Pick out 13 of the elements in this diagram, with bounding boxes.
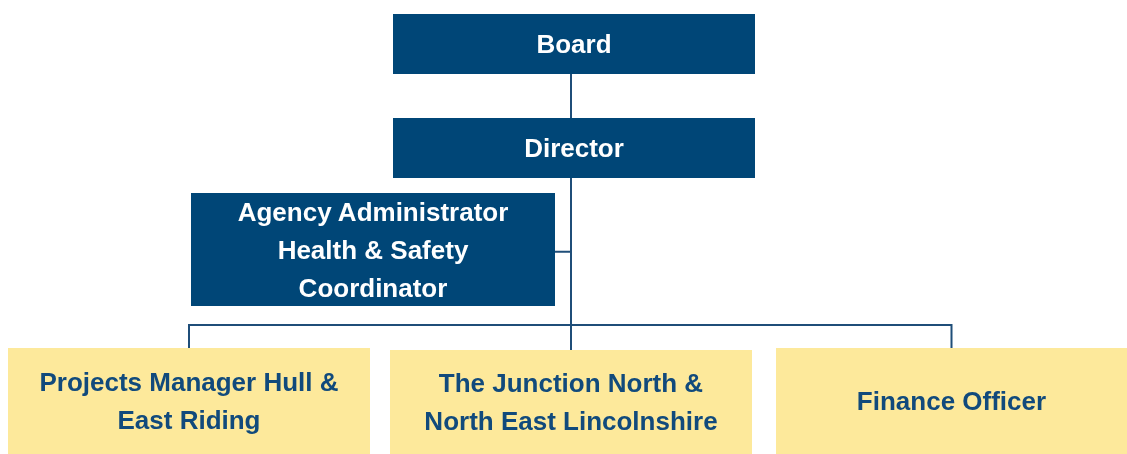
role-box <box>393 14 755 74</box>
team-box <box>8 348 370 454</box>
role-title: Board <box>536 28 612 61</box>
connector-line <box>570 73 572 119</box>
role-box <box>191 193 555 306</box>
team-box <box>390 350 752 454</box>
role-title: Finance Officer <box>856 385 1047 418</box>
role-title: The Junction North & North East Lincolnshire <box>423 367 719 438</box>
role-title: Projects Manager Hull & East Riding <box>38 366 340 437</box>
role-box <box>393 118 755 178</box>
role-title: Agency Administrator Health & Safety Coordinator <box>236 195 510 305</box>
team-box <box>776 348 1127 454</box>
role-title: Director <box>524 132 624 165</box>
